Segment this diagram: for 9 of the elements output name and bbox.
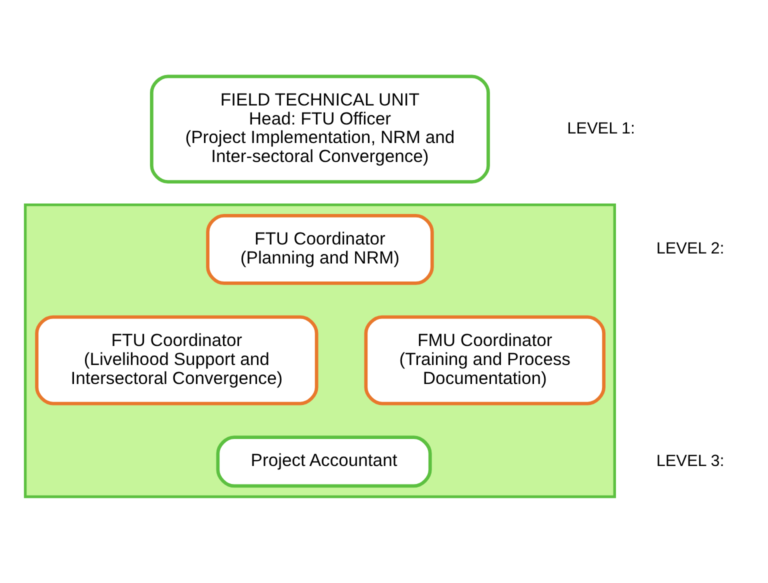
node-box: FMU Coordinator (Training and Process Documentation) xyxy=(364,314,605,405)
node-box: FTU Coordinator (Planning and NRM) xyxy=(206,213,434,284)
node-box: FIELD TECHNICAL UNIT Head: FTU Officer (Project Implementation, NRM and Inter-sectoral Convergence) xyxy=(149,74,490,184)
label: LEVEL 2: xyxy=(656,239,724,258)
node-box: FTU Coordinator (Livelihood Support and Intersectoral Convergence) xyxy=(34,314,318,405)
node-box: Project Accountant xyxy=(216,435,432,488)
label: LEVEL 3: xyxy=(656,451,724,470)
cluster xyxy=(23,202,616,498)
label: LEVEL 1: xyxy=(566,118,635,137)
